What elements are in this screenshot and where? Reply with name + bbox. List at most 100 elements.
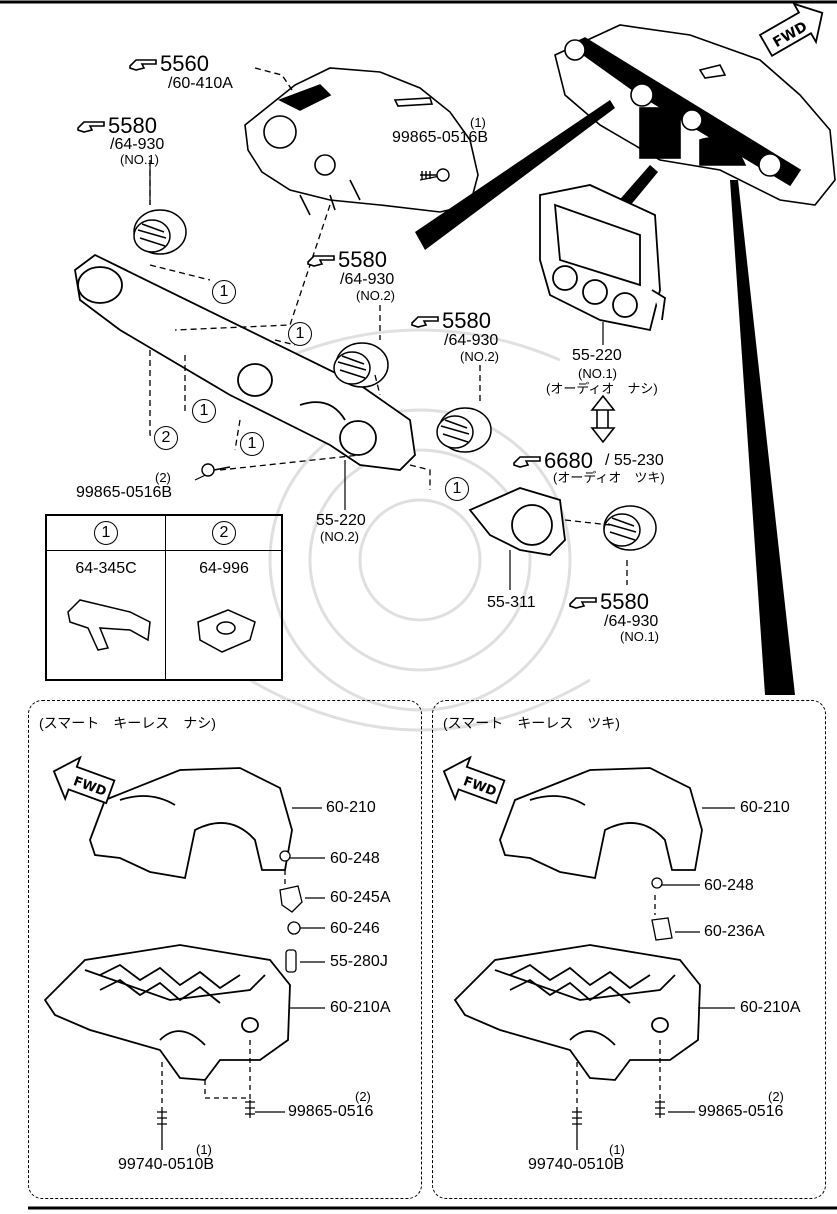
screw-label-right[interactable]: 99865-0516 [698,1103,784,1120]
part-60-246-left[interactable]: 60-246 [330,920,380,937]
ref-5560-sub: /60-410A [168,75,233,92]
bolt-left [201,463,231,477]
ref-5580-left[interactable]: 5580 [76,115,157,137]
legend-clip-64-345C [67,599,151,651]
vent-bottom [603,505,657,551]
part-60-236A-right[interactable]: 60-236A [704,923,765,940]
part-60-245A-left[interactable]: 60-245A [330,889,391,906]
ref-5580-right-num: 5580 [442,308,491,333]
screw-qty-right: (2) [768,1089,784,1104]
panel-no2-label[interactable]: 55-220 [316,512,366,529]
ref-5580-right[interactable]: 5580 [410,310,491,332]
ref-6680[interactable]: 6680 [512,450,593,472]
variant-title: (スマート キーレス ツキ) [443,715,620,731]
legend-col-1: 1 64-345C [47,516,166,679]
variant-box-without-smart-keyless: (スマート キーレス ナシ) [28,700,422,1199]
bolt-top [420,168,450,182]
ref-5580-bottom-note: (NO.1) [620,629,659,644]
fwd-arrow-right-box: FWD [442,755,506,805]
legend-mark-2: 2 [212,521,236,545]
pointing-hand-icon [569,597,597,609]
bolt-left-label[interactable]: 99865-0516B [76,484,173,501]
ref-5580-right-sub: /64-930 [444,332,499,349]
callout-1: 1 [240,432,264,456]
ref-5580-mid[interactable]: 5580 [306,249,387,271]
screw-qty-left: (2) [355,1089,371,1104]
cover-55-311 [468,487,566,556]
vent-mid [333,342,389,388]
ref-5580-bottom-num: 5580 [600,589,649,614]
panel-no2-note: (NO.2) [320,529,359,544]
legend-mark-1: 1 [94,521,118,545]
bolt-qty-left: (1) [196,1142,212,1157]
callout-1: 1 [192,399,216,423]
ref-5580-left-note: (NO.1) [120,152,159,167]
dashboard-outline [244,67,479,216]
part-60-210A-right[interactable]: 60-210A [740,999,801,1016]
ref-6680-note: (オーディオ ツキ) [553,470,665,485]
part-60-210-left[interactable]: 60-210 [326,799,376,816]
bolt-top-label[interactable]: 99865-0516B [392,129,489,146]
legend-part-2[interactable]: 64-996 [199,560,249,577]
upper-column-cover-left [89,767,293,880]
vent-left [133,209,187,255]
ref-5580-bottom-sub: /64-930 [604,613,659,630]
ref-5580-right-note: (NO.2) [460,349,499,364]
pointing-hand-icon [129,59,157,71]
ref-5580-left-num: 5580 [108,113,157,138]
panel-no1-jp: (オーディオ ナシ) [546,381,658,396]
trim-panel-no2 [74,253,416,471]
part-60-210A-left[interactable]: 60-210A [330,999,391,1016]
variant-box-with-smart-keyless: (スマート キーレス ツキ) [432,700,826,1199]
ref-6680-num: 6680 [544,448,593,473]
ref-5580-left-sub: /64-930 [110,136,165,153]
pointing-hand-icon [513,456,541,468]
callout-1: 1 [288,322,312,346]
fastener-legend: 1 64-345C 2 64-996 [45,514,283,681]
pointing-hand-icon [77,121,105,133]
ref-5560-num: 5560 [160,51,209,76]
legend-part-1[interactable]: 64-345C [75,560,137,577]
legend-col-2: 2 64-996 [165,516,283,679]
dashboard-top-view [554,24,836,206]
cover-311-label[interactable]: 55-311 [487,594,536,611]
upper-column-cover-right [499,767,703,880]
bolt-label-right[interactable]: 99740-0510B [528,1156,625,1173]
lower-column-cover-left [43,944,291,1081]
swap-arrow [590,394,616,444]
bolt-qty-right: (1) [609,1142,625,1157]
callout-1: 1 [445,477,469,501]
part-60-248-left[interactable]: 60-248 [330,850,380,867]
center-panel-no1 [539,184,666,332]
callout-2: 2 [154,426,178,450]
ref-5580-mid-num: 5580 [338,247,387,272]
fwd-arrow-top: FWD [758,2,824,58]
part-55-280J-left[interactable]: 55-280J [330,953,388,970]
pointing-hand-icon [307,255,335,267]
legend-nut-64-996 [197,609,256,653]
ref-5580-bottom[interactable]: 5580 [568,591,649,613]
screw-label-left[interactable]: 99865-0516 [288,1103,374,1120]
fwd-arrow-left-box: FWD [52,755,116,805]
pointer-wedge-left [415,100,615,250]
ref-5560[interactable]: 5560 [128,53,209,75]
ref-6680-sub: / 55-230 [605,452,664,469]
panel-no1-label[interactable]: 55-220 [572,347,622,364]
callout-1: 1 [212,280,236,304]
ref-5580-mid-note: (NO.2) [356,288,395,303]
bolt-top-qty: (1) [470,115,486,130]
part-60-248-right[interactable]: 60-248 [704,877,754,894]
variant-title: (スマート キーレス ナシ) [39,715,216,731]
bolt-left-qty: (2) [155,470,171,485]
panel-no1-note: (NO.1) [578,366,617,381]
pointer-wedge-center [615,165,658,212]
lower-column-cover-right [453,944,701,1081]
ref-5580-mid-sub: /64-930 [340,271,395,288]
pointing-hand-icon [411,316,439,328]
vent-right [436,407,492,453]
bolt-label-left[interactable]: 99740-0510B [118,1156,215,1173]
pointer-wedge-right [730,180,795,695]
part-60-210-right[interactable]: 60-210 [740,799,790,816]
